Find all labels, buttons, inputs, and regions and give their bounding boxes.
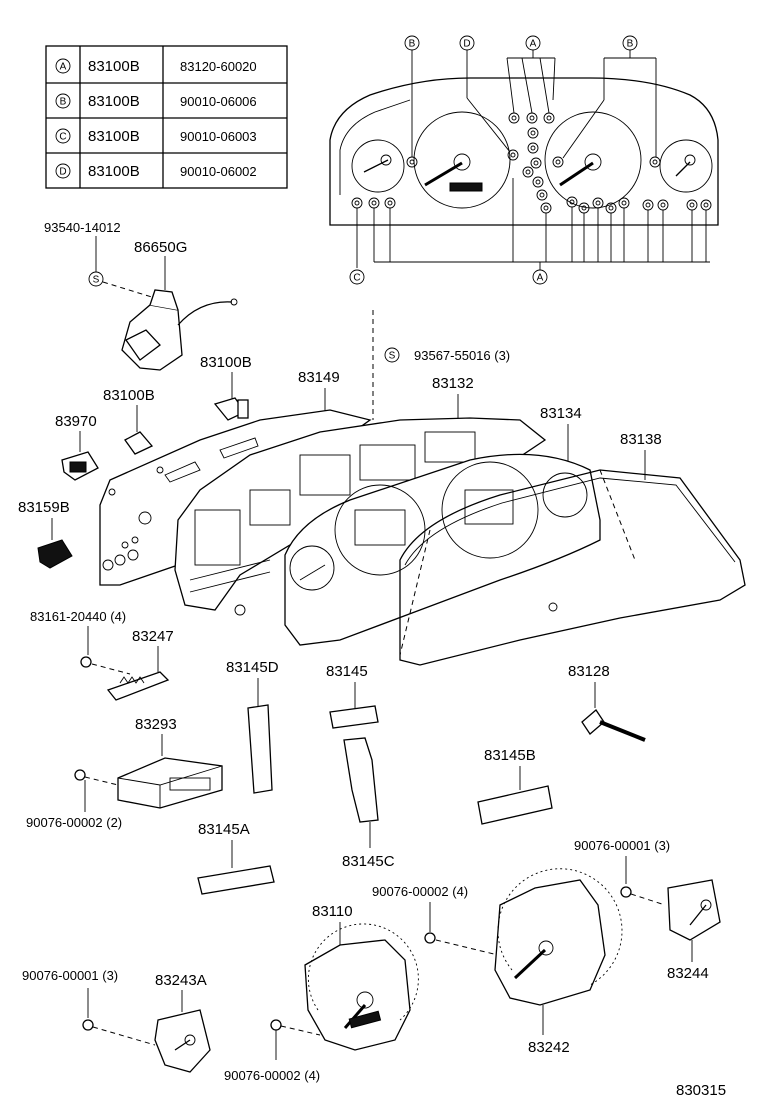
legend-code-d: 83100B bbox=[88, 163, 140, 180]
label-83138: 83138 bbox=[620, 431, 662, 448]
part-83145: 83145 bbox=[326, 663, 379, 729]
part-83145d: 83145D bbox=[226, 659, 279, 794]
label-83242: 83242 bbox=[528, 1039, 570, 1056]
label-90076-00002-b: 90076-00002 (4) bbox=[372, 884, 468, 899]
legend-part-d: 90010-06002 bbox=[180, 164, 257, 179]
label-83161-20440: 83161-20440 (4) bbox=[30, 609, 126, 624]
legend-marker-b: B bbox=[60, 97, 67, 108]
part-83145a: 83145A bbox=[197, 821, 275, 895]
svg-text:C: C bbox=[353, 273, 360, 284]
legend-code-c: 83100B bbox=[88, 128, 140, 145]
legend-marker-d: D bbox=[59, 167, 66, 178]
legend-row-c: C 83100B 90010-06003 bbox=[55, 128, 257, 145]
label-83244: 83244 bbox=[667, 965, 709, 982]
label-83159b: 83159B bbox=[18, 499, 70, 516]
part-83242-gauge: 90076-00002 (4) 83242 bbox=[372, 868, 623, 1056]
part-83134-panel: 83134 bbox=[284, 405, 601, 646]
part-83293: 83293 bbox=[117, 716, 223, 809]
figure-number: 830315 bbox=[676, 1082, 726, 1099]
label-90076-00002-c: 90076-00002 (4) bbox=[224, 1068, 320, 1083]
label-83100b-1: 83100B bbox=[200, 354, 252, 371]
legend-table: A 83100B 83120-60020 B 83100B 90010-0600… bbox=[45, 45, 288, 189]
label-83134: 83134 bbox=[540, 405, 582, 422]
label-83128: 83128 bbox=[568, 663, 610, 680]
svg-text:D: D bbox=[463, 39, 470, 50]
part-83100b-socket-2: 83100B bbox=[103, 387, 155, 455]
part-83128: 83128 bbox=[568, 663, 646, 742]
part-90076-00002-screw-c: 90076-00002 (4) bbox=[224, 1019, 320, 1083]
bulb-location-detail: B D A B C A bbox=[329, 35, 719, 285]
legend-row-a: A 83100B 83120-60020 bbox=[55, 58, 257, 75]
part-86650g-buzzer: 93540-14012 86650G S bbox=[44, 220, 238, 371]
legend-row-d: D 83100B 90010-06002 bbox=[55, 163, 257, 180]
label-90076-00001-a: 90076-00001 (3) bbox=[574, 838, 670, 853]
svg-text:B: B bbox=[627, 39, 634, 50]
label-83145: 83145 bbox=[326, 663, 368, 680]
part-83970: 83970 bbox=[55, 413, 99, 481]
part-83100b-socket-1: 83100B bbox=[200, 354, 252, 421]
screw-93567: S 93567-55016 (3) bbox=[372, 310, 510, 420]
label-83145b: 83145B bbox=[484, 747, 536, 764]
svg-text:A: A bbox=[530, 39, 537, 50]
marker-a-bottom: A bbox=[532, 269, 548, 285]
label-83149: 83149 bbox=[298, 369, 340, 386]
legend-code-b: 83100B bbox=[88, 93, 140, 110]
legend-marker-c: C bbox=[59, 132, 66, 143]
label-93567-55016: 93567-55016 (3) bbox=[414, 348, 510, 363]
label-83110: 83110 bbox=[312, 903, 353, 920]
label-83145c: 83145C bbox=[342, 853, 395, 870]
marker-b-right: B bbox=[622, 35, 638, 51]
part-83247: 83247 bbox=[106, 628, 174, 701]
label-83145d: 83145D bbox=[226, 659, 279, 676]
label-83247: 83247 bbox=[132, 628, 174, 645]
legend-code-a: 83100B bbox=[88, 58, 140, 75]
marker-a-top: A bbox=[525, 35, 541, 51]
legend-part-b: 90010-06006 bbox=[180, 94, 257, 109]
legend-row-b: B 83100B 90010-06006 bbox=[55, 93, 257, 110]
svg-text:S: S bbox=[93, 275, 100, 286]
marker-d: D bbox=[459, 35, 475, 51]
label-90076-00001-b: 90076-00001 (3) bbox=[22, 968, 118, 983]
svg-text:B: B bbox=[409, 39, 416, 50]
marker-b-left: B bbox=[404, 35, 420, 51]
label-93540-14012: 93540-14012 bbox=[44, 220, 121, 235]
legend-part-a: 83120-60020 bbox=[180, 59, 257, 74]
part-83145b: 83145B bbox=[477, 747, 553, 825]
part-90076-00002-screw-a: 90076-00002 (2) bbox=[26, 769, 122, 830]
part-83161-screw: 83161-20440 (4) bbox=[30, 609, 131, 675]
part-83244-gauge: 90076-00001 (3) 83244 bbox=[574, 838, 721, 982]
screw-marker-s bbox=[88, 271, 104, 287]
legend-part-c: 90010-06003 bbox=[180, 129, 257, 144]
part-83110-speedometer: 83110 bbox=[304, 903, 419, 1051]
legend-marker-a: A bbox=[60, 62, 67, 73]
svg-text:S: S bbox=[389, 351, 396, 362]
label-86650g: 86650G bbox=[134, 239, 187, 256]
part-83138-glass: 83138 bbox=[399, 431, 746, 666]
label-83243a: 83243A bbox=[155, 972, 207, 989]
label-83132: 83132 bbox=[432, 375, 474, 392]
part-83243a-gauge: 90076-00001 (3) 83243A bbox=[22, 968, 211, 1073]
label-83293: 83293 bbox=[135, 716, 177, 733]
label-90076-00002-a: 90076-00002 (2) bbox=[26, 815, 122, 830]
label-83970: 83970 bbox=[55, 413, 97, 430]
svg-text:A: A bbox=[537, 273, 544, 284]
part-83159b: 83159B bbox=[18, 499, 73, 569]
marker-c: C bbox=[349, 269, 365, 285]
label-83100b-2: 83100B bbox=[103, 387, 155, 404]
part-83145c: 83145C bbox=[342, 737, 395, 870]
label-83145a: 83145A bbox=[198, 821, 250, 838]
